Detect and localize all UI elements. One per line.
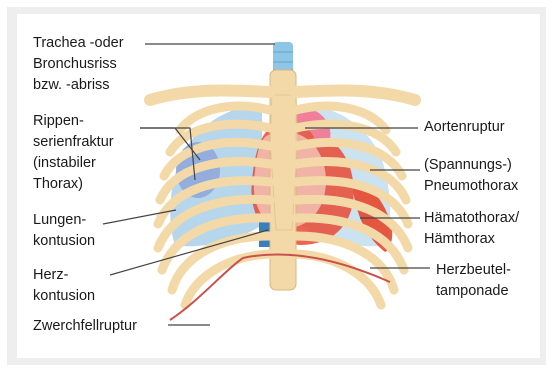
label-pneumo-line-2: Pneumothorax	[424, 176, 518, 197]
label-pneumo-line-1: (Spannungs-)	[424, 155, 518, 176]
label-rippenserienfraktur: Rippen- serienfraktur (instabiler Thorax…	[33, 111, 114, 195]
label-herzbeutel-line-1: Herzbeutel-	[436, 260, 511, 281]
label-trachea-line-2: Bronchusriss	[33, 54, 124, 75]
label-rippen-line-3: (instabiler	[33, 153, 114, 174]
label-rippen-line-2: serienfraktur	[33, 132, 114, 153]
label-lungenkontusion: Lungen- kontusion	[33, 210, 95, 252]
label-herzbeuteltamponade: Herzbeutel- tamponade	[436, 260, 511, 302]
label-herzkontusion: Herz- kontusion	[33, 265, 95, 307]
label-aortenruptur: Aortenruptur	[424, 117, 505, 138]
label-aorta-line-1: Aortenruptur	[424, 117, 505, 138]
right-clavicle	[296, 90, 415, 100]
label-rippen-line-1: Rippen-	[33, 111, 114, 132]
label-lunge-line-1: Lungen-	[33, 210, 95, 231]
label-haemato-line-2: Hämthorax	[424, 229, 519, 250]
label-trachea-line-3: bzw. -abriss	[33, 75, 124, 96]
label-zwerchfell-line-1: Zwerchfellruptur	[33, 316, 137, 337]
label-trachea-line-1: Trachea -oder	[33, 33, 124, 54]
left-clavicle	[150, 90, 270, 100]
label-haematothorax: Hämatothorax/ Hämthorax	[424, 208, 519, 250]
label-pneumothorax: (Spannungs-) Pneumothorax	[424, 155, 518, 197]
label-herz-line-2: kontusion	[33, 286, 95, 307]
label-herz-line-1: Herz-	[33, 265, 95, 286]
label-zwerchfellruptur: Zwerchfellruptur	[33, 316, 137, 337]
label-rippen-line-4: Thorax)	[33, 174, 114, 195]
label-lunge-line-2: kontusion	[33, 231, 95, 252]
label-haemato-line-1: Hämatothorax/	[424, 208, 519, 229]
label-trachea: Trachea -oder Bronchusriss bzw. -abriss	[33, 33, 124, 96]
label-herzbeutel-line-2: tamponade	[436, 281, 511, 302]
